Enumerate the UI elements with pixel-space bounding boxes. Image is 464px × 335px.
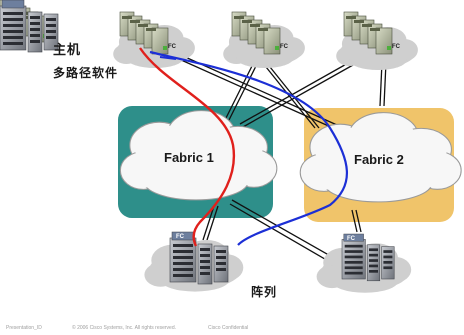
fc-badge: FC <box>168 44 177 50</box>
host-3-server-stack-icon: FC <box>343 11 401 55</box>
fabric-1-label: Fabric 1 <box>164 150 214 165</box>
host-2-server-stack-icon: FC <box>231 11 289 55</box>
fc-badge: FC <box>280 44 289 50</box>
fc-badge: FC <box>347 236 356 242</box>
blue-active-path <box>149 50 348 246</box>
footer-confidential: Cisco Confidential <box>208 325 249 331</box>
array-label: 阵列 <box>251 285 278 299</box>
fc-badge: FC <box>392 44 401 50</box>
host-label: 主机 <box>53 43 82 58</box>
array-2-storage-array-icon: FC <box>341 233 395 282</box>
host-1-server-stack-icon: FC <box>119 11 177 55</box>
footer-presentation-id: Presentation_ID <box>6 325 42 331</box>
fabric-2-label: Fabric 2 <box>354 152 404 167</box>
footer-copyright: © 2006 Cisco Systems, Inc. All rights re… <box>72 325 177 331</box>
array-1-storage-array-icon: FC <box>169 231 229 285</box>
multipath-software-label: 多路径软件 <box>53 66 119 80</box>
red-active-path <box>139 47 236 247</box>
fc-badge: FC <box>176 234 185 240</box>
